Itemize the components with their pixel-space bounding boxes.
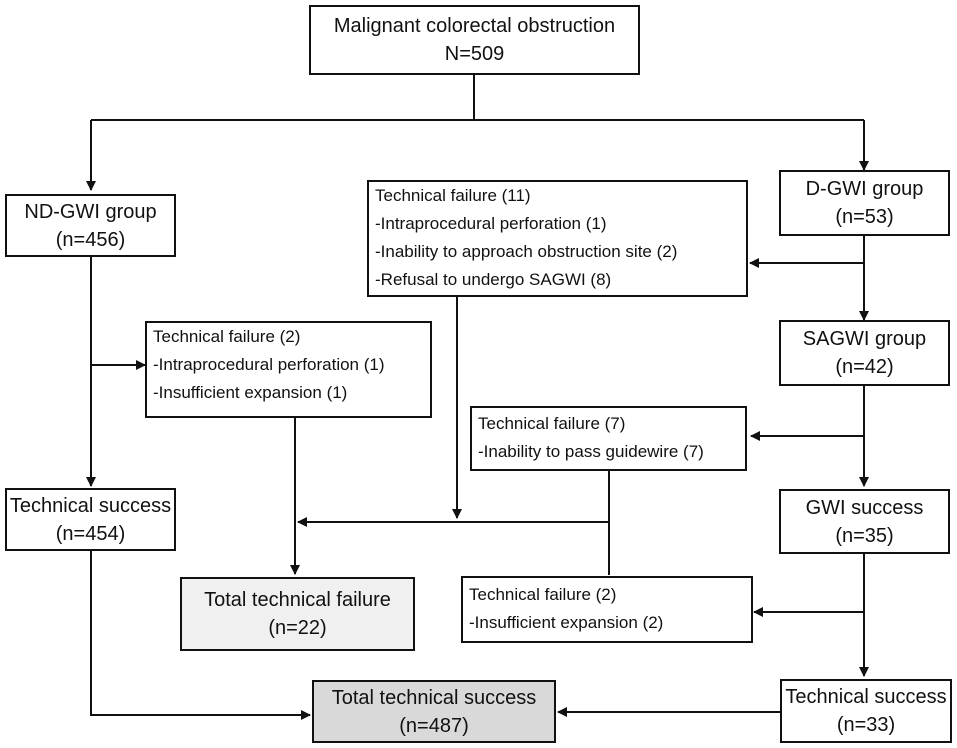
node-gwi-success: GWI success (n=35): [779, 489, 950, 554]
node-sagwi-count: (n=42): [835, 356, 894, 378]
node-failure-2a-item: -Insufficient expansion (1): [153, 383, 348, 402]
node-failure-2b-item: -Insufficient expansion (2): [469, 613, 664, 632]
node-total-success-count: (n=487): [399, 714, 469, 737]
node-nd-gwi-title: ND-GWI group: [24, 200, 157, 223]
node-failure-7: Technical failure (7) -Inability to pass…: [470, 406, 747, 471]
node-failure-7-item: -Inability to pass guidewire (7): [478, 442, 704, 461]
node-failure-2a: Technical failure (2) -Intraprocedural p…: [145, 321, 432, 418]
node-failure-2a-title: Technical failure (2): [153, 327, 301, 346]
node-total-failure-title: Total technical failure: [204, 589, 391, 611]
node-failure-11-item: -Inability to approach obstruction site …: [375, 242, 678, 261]
edge-nd-success-to-total-success: [90, 550, 311, 720]
node-nd-gwi-count: (n=456): [55, 228, 126, 251]
node-failure-11: Technical failure (11) -Intraprocedural …: [367, 180, 748, 297]
node-root-count: N=509: [444, 43, 505, 65]
node-nd-success-count: (n=454): [55, 522, 126, 545]
node-failure-7-title: Technical failure (7): [478, 414, 626, 433]
node-nd-gwi: ND-GWI group (n=456): [5, 194, 176, 257]
node-root: Malignant colorectal obstruction N=509: [309, 5, 640, 75]
node-failure-2b-title: Technical failure (2): [469, 585, 617, 604]
node-gwi-success-count: (n=35): [835, 524, 894, 547]
node-sagwi-title: SAGWI group: [802, 328, 927, 350]
node-root-title: Malignant colorectal obstruction: [333, 15, 616, 37]
node-failure-2a-item: -Intraprocedural perforation (1): [153, 355, 385, 374]
node-gwi-success-title: GWI success: [805, 496, 924, 519]
node-d-success: Technical success (n=33): [780, 679, 952, 743]
node-total-failure: Total technical failure (n=22): [180, 577, 415, 651]
node-d-success-count: (n=33): [836, 714, 896, 736]
node-nd-success-title: Technical success: [9, 494, 172, 517]
node-d-success-title: Technical success: [785, 686, 947, 708]
node-total-success: Total technical success (n=487): [312, 680, 556, 743]
node-failure-2b: Technical failure (2) -Insufficient expa…: [461, 576, 753, 643]
node-d-gwi-title: D-GWI group: [805, 178, 924, 200]
node-total-success-title: Total technical success: [331, 686, 537, 709]
node-failure-11-item: -Refusal to undergo SAGWI (8): [375, 270, 612, 289]
node-nd-success: Technical success (n=454): [5, 488, 176, 551]
node-sagwi: SAGWI group (n=42): [779, 320, 950, 386]
node-failure-11-title: Technical failure (11): [375, 186, 531, 205]
node-d-gwi-count: (n=53): [835, 206, 894, 228]
node-total-failure-count: (n=22): [268, 617, 327, 639]
node-failure-11-item: -Intraprocedural perforation (1): [375, 214, 607, 233]
node-d-gwi: D-GWI group (n=53): [779, 170, 950, 236]
